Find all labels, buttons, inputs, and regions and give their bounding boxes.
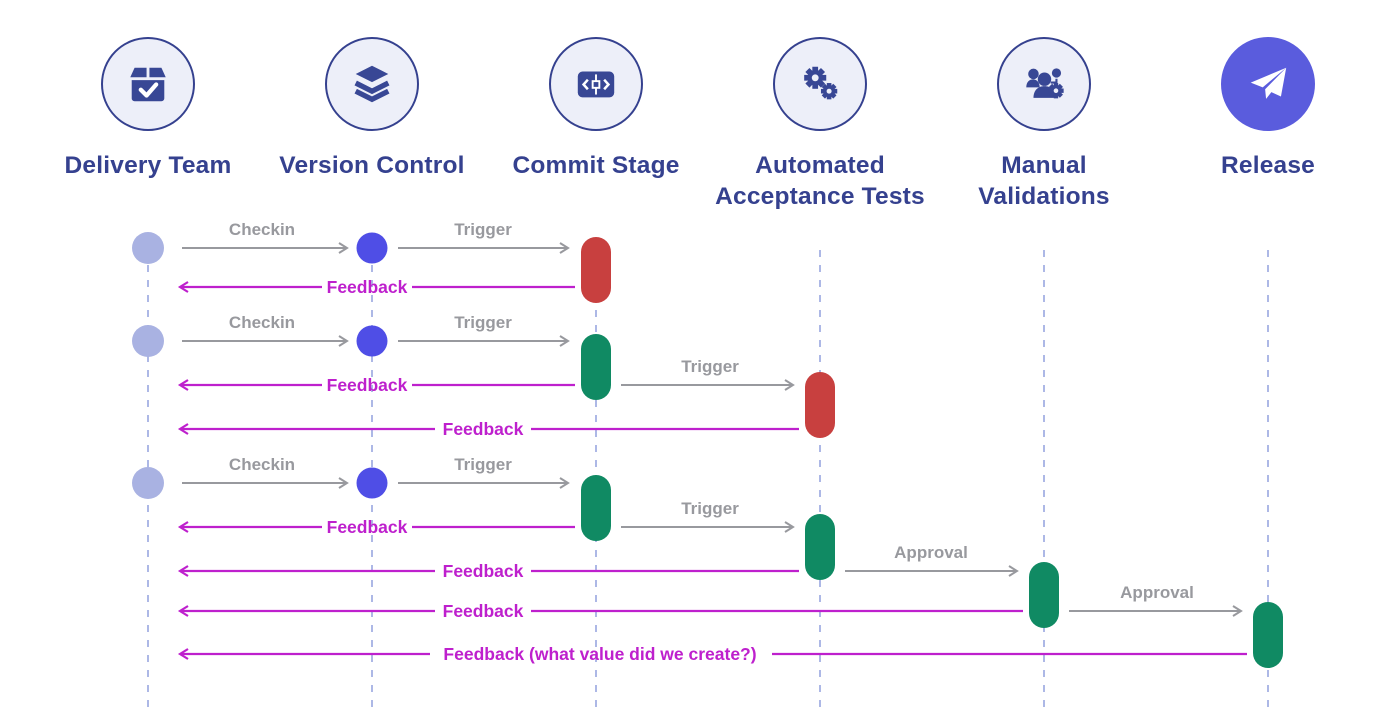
delivery-team-dot — [132, 467, 164, 499]
stage-delivery-team: Delivery Team — [36, 0, 260, 181]
people-gear-icon — [1026, 68, 1064, 99]
stage-circle — [773, 37, 867, 131]
trigger-label: Trigger — [454, 455, 512, 474]
version-control-dot — [356, 467, 388, 499]
version-control-dot — [356, 325, 388, 357]
pill-failed-commit-stage — [581, 237, 611, 303]
approval-label: Approval — [1120, 583, 1194, 602]
stage-title: Delivery Team — [64, 152, 232, 179]
checkin-label: Checkin — [229, 220, 295, 239]
stage-circle — [325, 37, 419, 131]
layers-icon — [354, 65, 390, 103]
pill-passed-commit-stage — [581, 475, 611, 541]
checkin-label: Checkin — [229, 455, 295, 474]
pill-passed-commit-stage — [581, 334, 611, 400]
pill-failed-acceptance-tests — [805, 372, 835, 438]
delivery-team-dot — [132, 232, 164, 264]
stage-version-control: Version Control — [260, 0, 484, 181]
stage-circle — [101, 37, 195, 131]
version-control-dot — [356, 232, 388, 264]
stage-automated-acceptance-tests: Automated Acceptance Tests — [708, 0, 932, 212]
checkin-label: Checkin — [229, 313, 295, 332]
paper-plane-icon — [1250, 67, 1287, 99]
trigger-label: Trigger — [681, 357, 739, 376]
stage-commit-stage: Commit Stage — [484, 0, 708, 181]
trigger-label: Trigger — [681, 499, 739, 518]
pill-passed-manual-validations — [1029, 562, 1059, 628]
feedback-label: Feedback — [443, 601, 524, 621]
stage-manual-validations: Manual Validations — [932, 0, 1156, 212]
stage-circle — [1221, 37, 1315, 131]
stage-title: Commit Stage — [512, 152, 680, 179]
approval-label: Approval — [894, 543, 968, 562]
stage-release: Release — [1156, 0, 1380, 181]
feedback-label: Feedback — [443, 419, 524, 439]
delivery-team-dot — [132, 325, 164, 357]
feedback-final-label: Feedback (what value did we create?) — [443, 644, 756, 664]
pill-passed-release — [1253, 602, 1283, 668]
feedback-label: Feedback — [327, 277, 408, 297]
stage-circle — [549, 37, 643, 131]
package-check-icon — [130, 67, 166, 102]
stage-circle — [997, 37, 1091, 131]
feedback-label: Feedback — [327, 375, 408, 395]
feedback-label: Feedback — [443, 561, 524, 581]
stage-title: Manual Validations — [978, 152, 1110, 210]
pill-passed-acceptance-tests — [805, 514, 835, 580]
gears-icon — [804, 66, 838, 100]
feedback-label: Feedback — [327, 517, 408, 537]
trigger-label: Trigger — [454, 220, 512, 239]
stage-title: Automated Acceptance Tests — [715, 152, 925, 210]
stage-title: Version Control — [279, 152, 465, 179]
trigger-label: Trigger — [454, 313, 512, 332]
code-commit-icon — [577, 71, 615, 98]
stage-title: Release — [1220, 152, 1316, 179]
